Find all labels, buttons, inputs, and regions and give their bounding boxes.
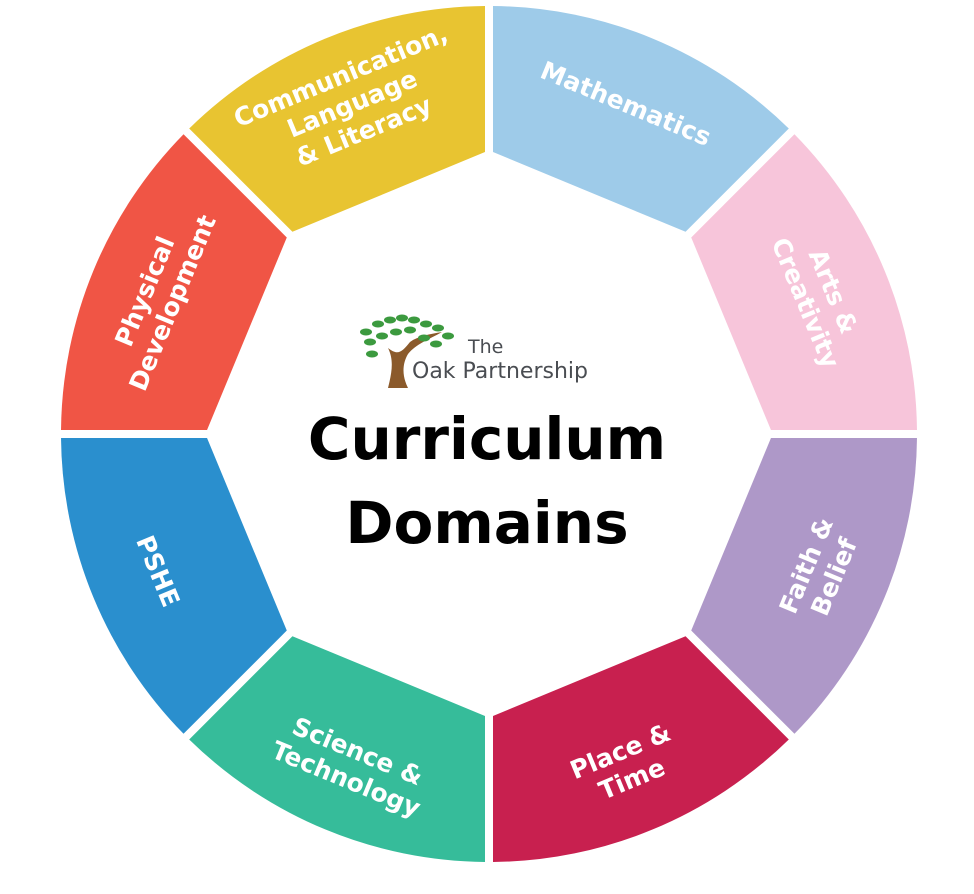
logo-the-text: The (468, 336, 504, 358)
segment-place-time (492, 636, 789, 862)
logo-name-text: Oak Partnership (412, 359, 588, 384)
segment-faith-belief (691, 437, 917, 734)
segment-science-technology (189, 636, 486, 862)
segment-physical-development (61, 134, 287, 431)
segment-mathematics (492, 6, 789, 232)
title-line-1: Curriculum (307, 405, 667, 473)
segment-pshe (61, 437, 287, 734)
title-line-2: Domains (345, 489, 629, 557)
oak-tree-icon (360, 314, 454, 388)
segment-communication-language-literacy (189, 6, 486, 232)
segment-arts-creativity (691, 134, 917, 431)
